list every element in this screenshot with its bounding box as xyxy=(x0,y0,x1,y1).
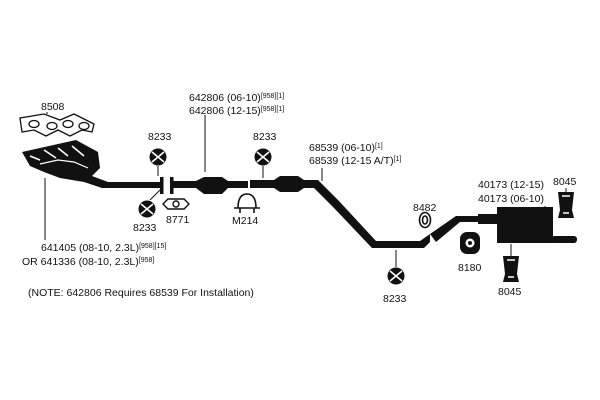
label-641336: OR 641336 (08-10, 2.3L)[958] xyxy=(22,256,155,268)
label-hanger-rear-bottom: 8045 xyxy=(498,286,522,298)
hanger-left-top-part xyxy=(149,148,167,166)
label-642806-line1: 642806 (06-10)[958][1] xyxy=(189,92,285,104)
installation-note: (NOTE: 642806 Requires 68539 For Install… xyxy=(28,287,254,299)
manifold-gasket-part xyxy=(19,113,95,137)
flange-left xyxy=(160,177,164,194)
label-8482: 8482 xyxy=(413,202,437,214)
muffler-inlet-pipe xyxy=(430,216,480,242)
gasket-ring-part xyxy=(418,211,432,229)
intermediate-pipe xyxy=(250,176,430,248)
hanger-rear-bottom-part xyxy=(503,244,519,282)
muffler-part xyxy=(478,207,577,243)
label-641405: 641405 (08-10, 2.3L)[958][15] xyxy=(41,242,167,254)
hanger-rear-top-part xyxy=(558,188,574,218)
catalytic-converter-front xyxy=(173,177,248,194)
label-hanger-mid-top: 8233 xyxy=(253,131,277,143)
label-642806-line2: 642806 (12-15)[958][1] xyxy=(189,105,285,117)
hanger-mid-top-part xyxy=(254,148,272,166)
flange-gasket-part xyxy=(162,198,190,210)
exhaust-manifold-part xyxy=(22,140,122,188)
label-hanger-center-bottom: 8233 xyxy=(383,293,407,305)
clamp-part xyxy=(234,193,260,213)
label-40173-line2: 40173 (06-10) xyxy=(478,193,544,205)
label-40173-line1: 40173 (12-15) xyxy=(478,179,544,191)
hanger-center-bottom-part xyxy=(387,267,405,285)
label-m214: M214 xyxy=(232,215,259,227)
label-8771: 8771 xyxy=(166,214,190,226)
label-hanger-left-top: 8233 xyxy=(148,131,172,143)
label-68539-line1: 68539 (06-10)[1] xyxy=(309,142,383,154)
label-68539-line2: 68539 (12-15 A/T)[1] xyxy=(309,155,402,167)
label-hanger-left-bottom: 8233 xyxy=(133,222,157,234)
front-pipe xyxy=(120,182,160,188)
label-hanger-rear-top: 8045 xyxy=(553,176,577,188)
label-8180: 8180 xyxy=(458,262,482,274)
isolator-part xyxy=(460,232,480,254)
label-8508: 8508 xyxy=(41,101,65,113)
flange-right xyxy=(170,177,174,194)
hanger-left-bottom-part xyxy=(138,200,156,218)
